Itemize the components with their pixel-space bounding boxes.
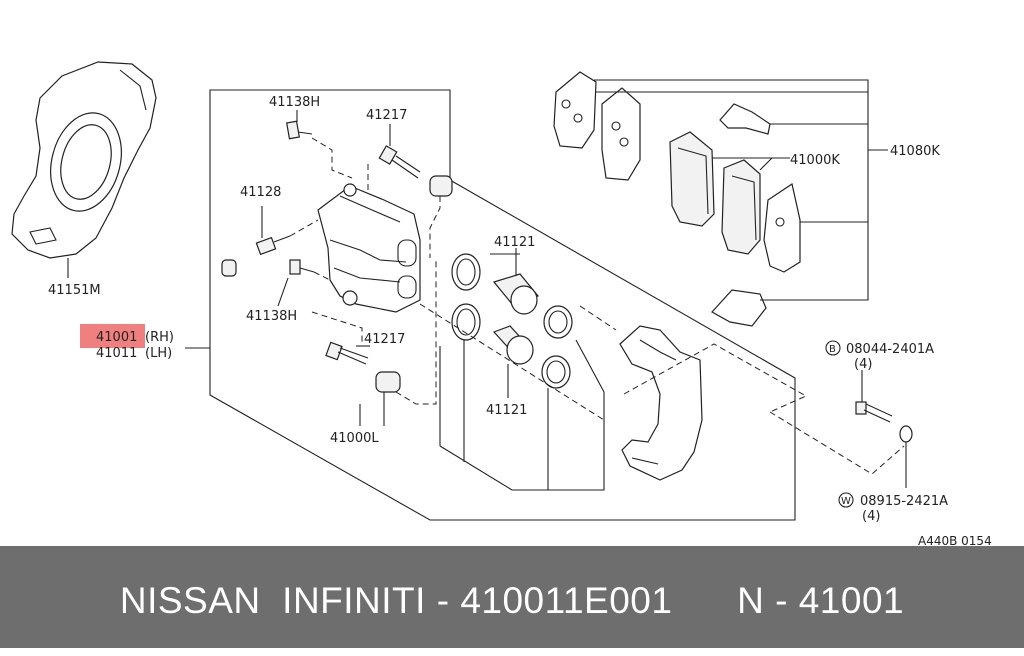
- label-41080k: 41080K: [890, 144, 940, 159]
- cap-part: [221, 259, 237, 277]
- label-08915-2421a: 08915-2421A: [860, 494, 948, 509]
- label-41128: 41128: [240, 185, 281, 200]
- label-41138h-mid: 41138H: [246, 309, 297, 324]
- label-41121-top: 41121: [494, 235, 535, 250]
- piston-seal-4: [541, 355, 571, 389]
- shim-2: [601, 87, 641, 181]
- footer-text: NISSAN INFINITI - 410011E001 N - 41001: [119, 580, 905, 621]
- label-08044-2401a: 08044-2401A: [846, 342, 934, 357]
- bolt-08044: [855, 401, 893, 423]
- bleeder-41128: [255, 235, 291, 256]
- label-41000k: 41000K: [790, 153, 840, 168]
- shim-1: [553, 71, 597, 149]
- label-41217-top: 41217: [366, 108, 407, 123]
- brake-pad-2: [721, 159, 761, 255]
- piston-1: [492, 273, 540, 315]
- washer-08915: [899, 425, 913, 443]
- caliper-body: [317, 183, 421, 313]
- footer-bar: NISSAN INFINITI - 410011E001 N - 41001: [0, 546, 1024, 648]
- label-41011: 41011: [96, 346, 137, 361]
- pin-41217-mid: [325, 341, 369, 365]
- bolt-41138h-top: [285, 120, 313, 140]
- brake-pad-1: [669, 131, 715, 227]
- label-41217-mid: 41217: [364, 332, 405, 347]
- parts-diagram: 41151M 41138H 41217 41128: [11, 61, 992, 546]
- piston-2: [492, 325, 534, 365]
- label-41001-rh: (RH): [145, 330, 174, 345]
- clip-bottom: [711, 289, 767, 327]
- pin-41217-top: [378, 145, 421, 179]
- label-41000l: 41000L: [330, 431, 379, 446]
- dust-shield-part: [11, 61, 157, 259]
- piston-seal-2: [451, 303, 481, 341]
- washer-prefix-symbol: W: [841, 496, 851, 507]
- label-41011-lh: (LH): [145, 346, 172, 361]
- label-41121-bottom: 41121: [486, 403, 527, 418]
- piston-seal-3: [543, 305, 573, 339]
- clip-top: [719, 103, 771, 135]
- label-41001: 41001: [96, 330, 137, 345]
- highlight-box: [80, 324, 145, 348]
- label-41138h-top: 41138H: [269, 95, 320, 110]
- bolt-41138h-mid: [289, 259, 315, 275]
- label-41151m: 41151M: [48, 283, 101, 298]
- bolt-prefix-symbol: B: [829, 344, 836, 355]
- caliper-bracket: [619, 325, 703, 481]
- boot-bottom: [375, 371, 401, 393]
- piston-seal-1: [451, 253, 481, 291]
- label-bolt-qty: (4): [854, 357, 872, 372]
- reference-code: A440B 0154: [918, 534, 992, 546]
- boot-top: [429, 175, 453, 197]
- shim-3: [763, 183, 801, 273]
- label-washer-qty: (4): [862, 509, 880, 524]
